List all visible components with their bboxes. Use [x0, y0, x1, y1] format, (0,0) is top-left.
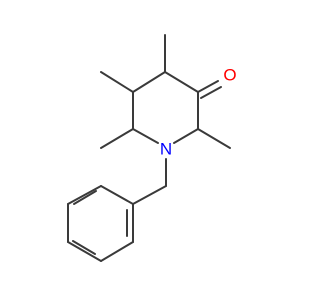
bond-ar-inner-3 [73, 190, 97, 205]
bond-c3-o [197, 80, 219, 93]
bond-ar-6 [100, 185, 134, 205]
bond-c6-methyl [100, 128, 134, 149]
oxygen-atom-label: O [223, 65, 236, 84]
bond-c2-methyl [197, 128, 231, 149]
bond-c4-c5 [132, 71, 166, 93]
bond-ar-3 [67, 241, 102, 262]
bonds [67, 34, 231, 262]
bond-c5-methyl [100, 71, 134, 93]
nitrogen-atom-label: N [160, 139, 172, 158]
bond-ar-2 [100, 241, 134, 262]
bond-n1-c2 [173, 128, 199, 144]
bond-ch2-ipso [132, 185, 167, 205]
bond-c3-o-double [200, 86, 222, 99]
molecule-diagram: O N [67, 34, 237, 262]
bond-ar-5 [67, 185, 102, 205]
bond-c6-n1 [132, 128, 159, 144]
bond-c3-c4 [164, 71, 199, 93]
atom-labels: O N [160, 65, 237, 158]
structure-canvas: O N [67, 34, 237, 262]
bond-ar-inner-2 [72, 240, 96, 255]
